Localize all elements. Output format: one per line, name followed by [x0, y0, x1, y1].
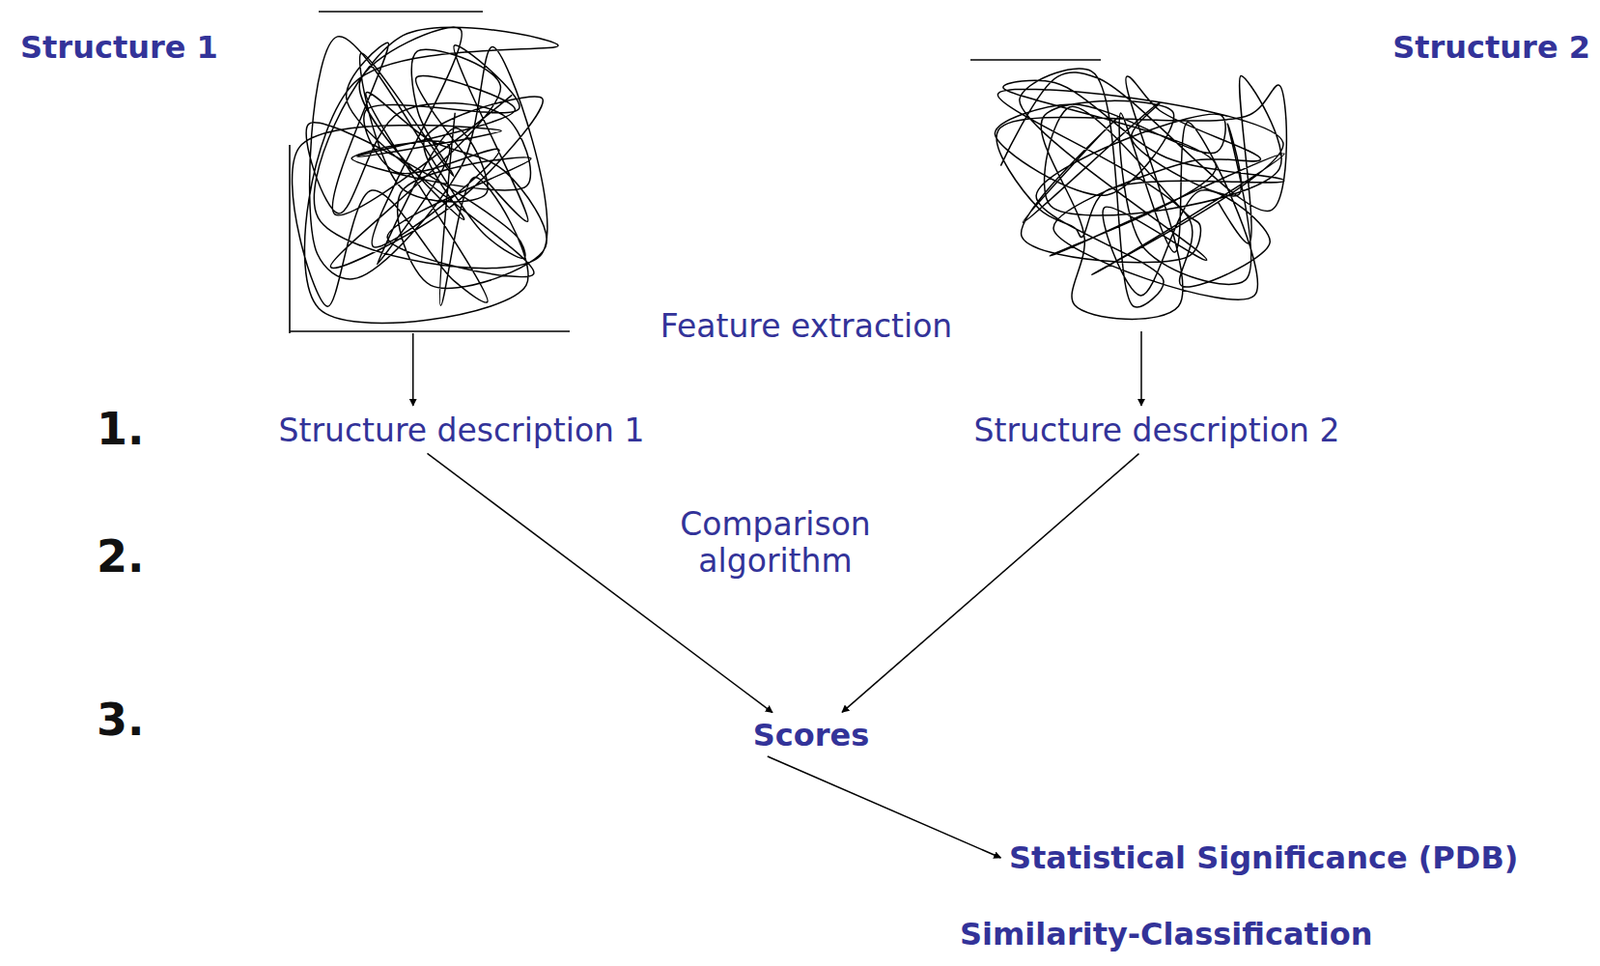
- protein-chain-1: [289, 11, 570, 334]
- chain-segment: [970, 58, 1101, 61]
- chain-segment: [289, 330, 570, 333]
- text-node: Structure description 1: [275, 410, 649, 451]
- structure-figure: Structure 2: [965, 4, 1594, 332]
- annotation-label: Feature extraction: [660, 308, 954, 345]
- structure-title: Structure 2: [1392, 29, 1591, 66]
- step-number: 2.: [96, 531, 144, 583]
- structure-title: Structure 1: [20, 29, 219, 66]
- chain-trace: [994, 68, 1287, 319]
- flow-arrow: [842, 453, 1139, 713]
- chain-segment: [288, 144, 291, 334]
- flow-arrow: [412, 333, 415, 406]
- text-node: Statistical Significance (PDB): [1005, 838, 1522, 878]
- step-number: 3.: [96, 694, 144, 746]
- step-label: Structure description 1: [279, 412, 646, 450]
- step-label: Statistical Significance (PDB): [1009, 840, 1518, 876]
- text-node: Scores: [749, 715, 874, 756]
- text-node: Structure description 2: [970, 410, 1345, 451]
- annotation-label: Comparison algorithm: [664, 505, 887, 580]
- step-label: Scores: [753, 717, 871, 754]
- flow-arrow: [1140, 331, 1143, 406]
- chain-trace: [292, 27, 560, 323]
- annotation-label: Similarity-Classification: [959, 916, 1374, 953]
- flow-arrow: [767, 756, 1002, 858]
- step-number: 1.: [96, 403, 144, 455]
- step-label: Structure description 2: [974, 412, 1341, 450]
- structure-figure: Structure 1: [19, 4, 580, 334]
- chain-segment: [318, 10, 483, 13]
- flow-arrow: [427, 452, 774, 712]
- protein-chain-2: [970, 59, 1287, 319]
